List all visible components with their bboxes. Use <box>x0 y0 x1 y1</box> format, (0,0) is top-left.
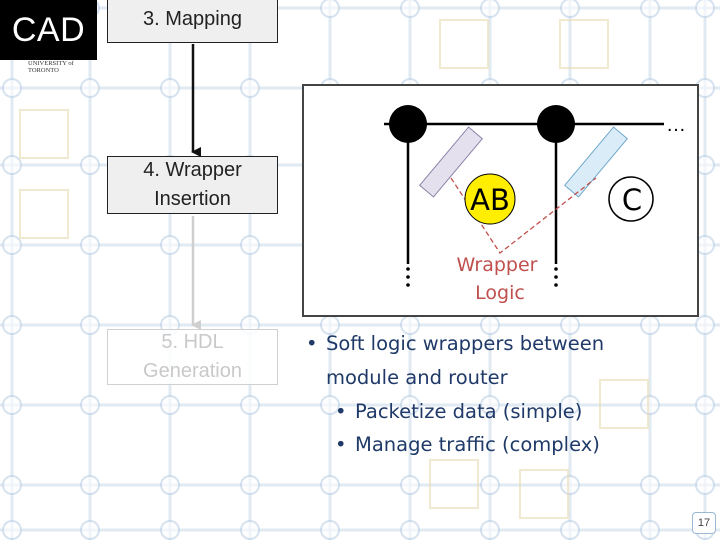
grid-node <box>695 315 715 335</box>
grid-node <box>560 395 580 415</box>
grid-node <box>560 475 580 495</box>
bullet-marker: • <box>335 433 347 456</box>
grid-module <box>429 459 479 509</box>
grid-node <box>480 0 500 18</box>
bullet-text: module and router <box>326 366 508 389</box>
wrapper-block-right <box>563 126 629 198</box>
grid-node <box>400 520 420 540</box>
grid-node <box>160 520 180 540</box>
grid-node <box>80 315 100 335</box>
wrapper-diagram: … AB C Wrapper Logic <box>384 105 686 304</box>
grid-node <box>400 395 420 415</box>
sub-bullet-manage-traffic: • Manage traffic (complex) <box>335 433 600 456</box>
grid-node <box>640 475 660 495</box>
vertical-ellipsis-left <box>406 267 410 287</box>
university-logo-text: UNIVERSITY of TORONTO <box>28 60 74 74</box>
page-number-text: 17 <box>697 517 711 529</box>
module-c <box>608 176 654 222</box>
grid-node <box>400 475 420 495</box>
grid-node <box>640 0 660 18</box>
grid-node <box>80 520 100 540</box>
grid-node <box>400 0 420 18</box>
bullet-marker: • <box>306 332 318 355</box>
wrapper-block-left <box>418 126 484 198</box>
grid-module <box>559 19 609 69</box>
step-wrapper-insertion: 4. Wrapper Insertion <box>107 156 278 214</box>
page-number: 17 <box>692 512 716 534</box>
grid-node <box>160 395 180 415</box>
grid-node <box>240 78 260 98</box>
bullet-marker: • <box>335 400 347 423</box>
grid-node <box>320 395 340 415</box>
grid-node <box>320 520 340 540</box>
grid-node <box>160 78 180 98</box>
grid-module <box>439 19 489 69</box>
grid-node <box>240 520 260 540</box>
sub-bullet-packetize: • Packetize data (simple) <box>335 400 582 423</box>
grid-node <box>80 395 100 415</box>
wrapper-logic-label: Wrapper Logic <box>456 254 543 304</box>
bullet-item-soft-logic: • Soft logic wrappers between <box>306 332 604 355</box>
grid-node <box>2 235 22 255</box>
bullet-text: Packetize data (simple) <box>355 400 583 423</box>
router-right <box>537 105 575 143</box>
wrapper-logic-callout-lines <box>450 177 597 254</box>
grid-node <box>695 395 715 415</box>
grid-node <box>480 475 500 495</box>
cad-badge-text: CAD <box>11 10 86 49</box>
grid-node <box>80 155 100 175</box>
step-hdl-generation: 5. HDL Generation <box>107 329 278 385</box>
grid-node <box>695 0 715 18</box>
module-ab <box>464 173 516 225</box>
grid-node <box>640 315 660 335</box>
grid-node <box>2 520 22 540</box>
grid-node <box>2 395 22 415</box>
grid-node <box>640 520 660 540</box>
module-c-label: C <box>622 183 642 217</box>
grid-module <box>19 189 69 239</box>
grid-node <box>640 395 660 415</box>
bullet-text: Manage traffic (complex) <box>355 433 600 456</box>
grid-node <box>320 475 340 495</box>
grid-node <box>560 520 580 540</box>
bullet-item-continuation: module and router <box>326 366 508 389</box>
step-mapping: 3. Mapping <box>107 0 278 43</box>
grid-node <box>2 475 22 495</box>
cad-badge: CAD <box>0 0 97 60</box>
step-hdl-generation-label: 5. HDL Generation <box>143 331 242 382</box>
university-logo: UNIVERSITY of TORONTO <box>28 60 80 82</box>
grid-node <box>240 395 260 415</box>
grid-node <box>2 155 22 175</box>
router-left <box>389 105 427 143</box>
grid-node <box>2 315 22 335</box>
horizontal-ellipsis: … <box>666 114 686 136</box>
step-wrapper-insertion-label: 4. Wrapper Insertion <box>143 159 242 210</box>
grid-node <box>320 0 340 18</box>
grid-module <box>519 469 569 519</box>
grid-node <box>480 520 500 540</box>
grid-node <box>80 78 100 98</box>
vertical-ellipsis-right <box>554 267 558 287</box>
wrapper-diagram-panel: … AB C Wrapper Logic <box>302 84 699 317</box>
grid-node <box>560 0 580 18</box>
grid-node <box>240 475 260 495</box>
grid-node <box>80 235 100 255</box>
grid-node <box>480 395 500 415</box>
grid-node <box>695 475 715 495</box>
grid-module <box>19 109 69 159</box>
grid-node <box>160 235 180 255</box>
grid-node <box>240 235 260 255</box>
grid-node <box>2 78 22 98</box>
grid-node <box>160 475 180 495</box>
step-mapping-label: 3. Mapping <box>143 8 242 30</box>
grid-module <box>599 379 649 429</box>
bullet-text: Soft logic wrappers between <box>326 332 605 355</box>
grid-node <box>80 475 100 495</box>
module-ab-label: AB <box>470 183 510 217</box>
